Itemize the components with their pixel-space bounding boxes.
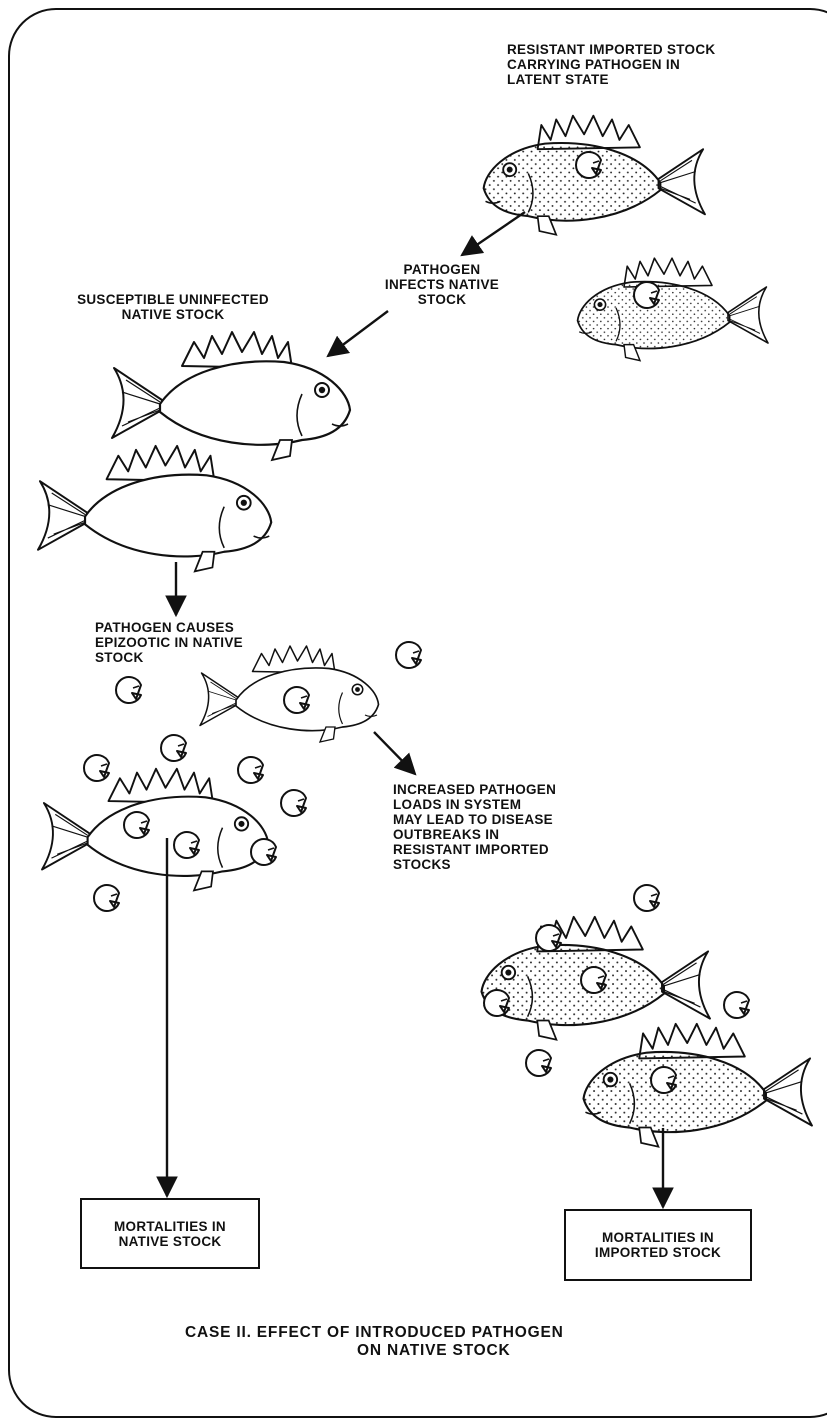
label-line: SUSCEPTIBLE UNINFECTED [58,292,288,307]
box-mortalities-native: MORTALITIES IN NATIVE STOCK [80,1198,260,1269]
box-mortalities-imported: MORTALITIES IN IMPORTED STOCK [564,1209,752,1281]
label-pathogen-infects: PATHOGEN INFECTS NATIVE STOCK [376,262,508,307]
box-line: NATIVE STOCK [114,1234,226,1249]
pathogen-icon [396,642,421,668]
label-epizootic: PATHOGEN CAUSES EPIZOOTIC IN NATIVE STOC… [95,620,243,665]
label-line: PATHOGEN [376,262,508,277]
label-line: STOCK [95,650,243,665]
label-line: RESISTANT IMPORTED [393,842,556,857]
label-line: LATENT STATE [507,72,715,87]
label-line: OUTBREAKS IN [393,827,556,842]
pathogen-in-fish-1 [576,152,601,178]
figure-caption: CASE II. EFFECT OF INTRODUCED PATHOGEN O… [185,1324,564,1360]
label-line: RESISTANT IMPORTED STOCK [507,42,715,57]
label-susceptible-native: SUSCEPTIBLE UNINFECTED NATIVE STOCK [58,292,288,322]
label-line: INCREASED PATHOGEN [393,782,556,797]
native-fish-2 [38,446,271,571]
box-line: MORTALITIES IN [114,1219,226,1234]
label-line: MAY LEAD TO DISEASE [393,812,556,827]
caption-line: CASE II. EFFECT OF INTRODUCED PATHOGEN [185,1324,564,1342]
native-fish-1 [112,332,350,460]
label-line: STOCK [376,292,508,307]
label-line: LOADS IN SYSTEM [393,797,556,812]
label-line: STOCKS [393,857,556,872]
label-line: INFECTS NATIVE [376,277,508,292]
label-line: EPIZOOTIC IN NATIVE [95,635,243,650]
resistant-fish-4 [584,1024,812,1147]
arrow-imported-to-infects [462,212,525,255]
pathogen-in-fish-2 [634,282,659,308]
label-line: PATHOGEN CAUSES [95,620,243,635]
caption-line: ON NATIVE STOCK [185,1342,564,1360]
infected-native-fish-2 [42,769,268,891]
label-increased-loads: INCREASED PATHOGEN LOADS IN SYSTEM MAY L… [393,782,556,872]
label-line: CARRYING PATHOGEN IN [507,57,715,72]
label-line: NATIVE STOCK [58,307,288,322]
resistant-fish-2 [578,258,768,360]
box-line: IMPORTED STOCK [595,1245,721,1260]
box-line: MORTALITIES IN [595,1230,721,1245]
label-resistant-imported: RESISTANT IMPORTED STOCK CARRYING PATHOG… [507,42,715,87]
arrow-epizootic-to-loads [374,732,415,774]
arrow-infects-to-native [328,311,388,356]
